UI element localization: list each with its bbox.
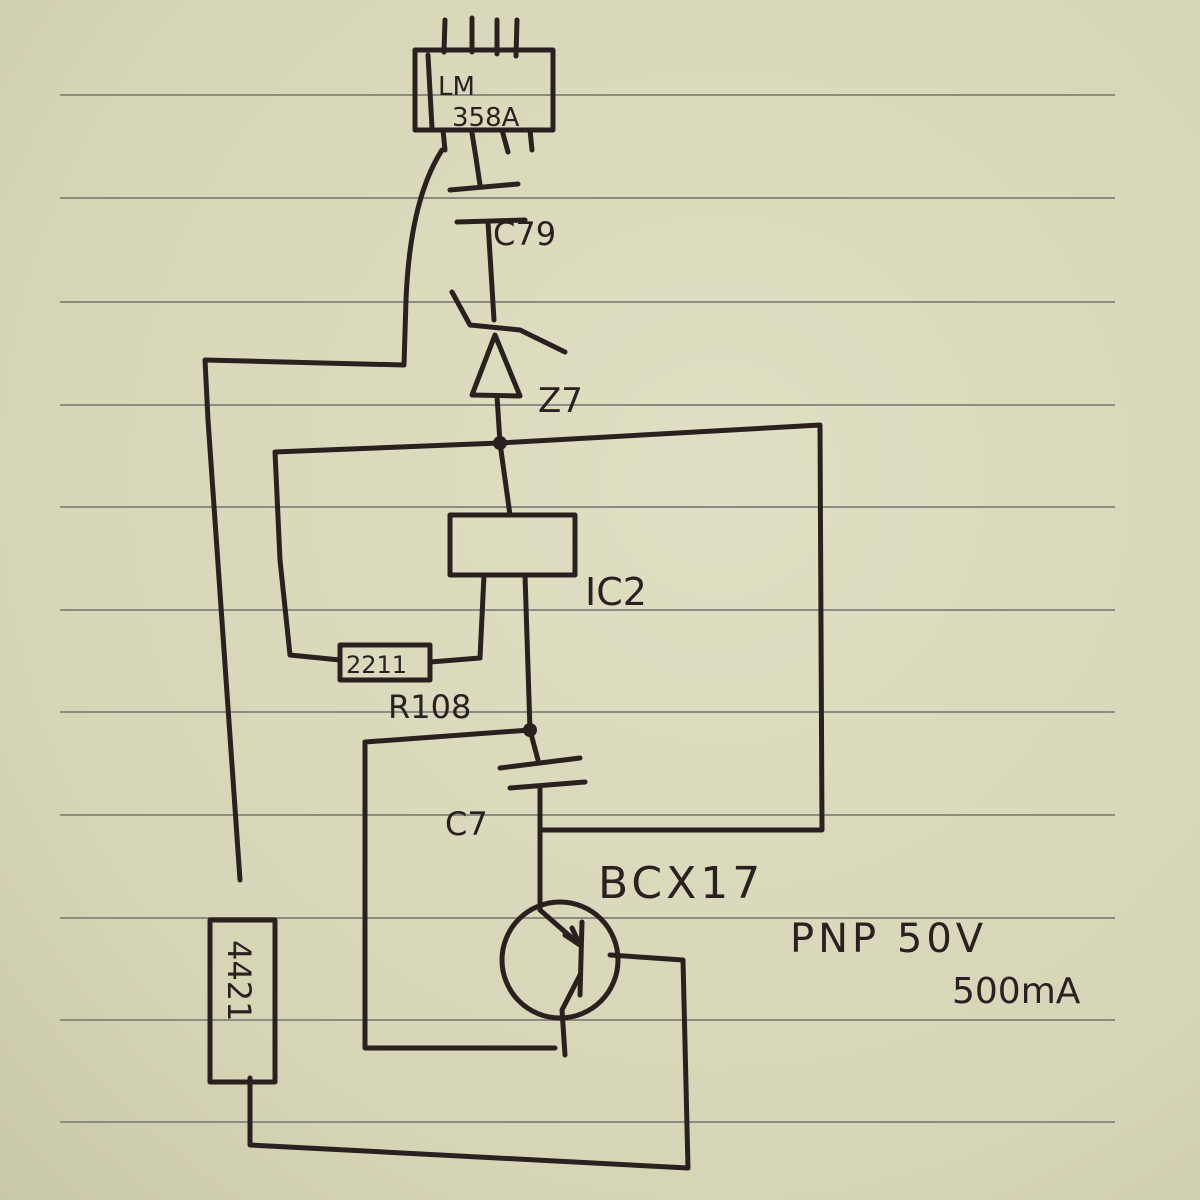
capacitor-c7-label: C7 (445, 805, 488, 843)
opamp-label-line1: LM (438, 72, 475, 102)
resistor-r108: 2211 R108 (337, 642, 471, 726)
wires (202, 147, 825, 1171)
resistor-4421-value: 4421 (220, 940, 258, 1021)
transistor-label: BCX17 (598, 858, 764, 909)
zener-diode-z7: Z7 (449, 289, 583, 446)
transistor-type-rating: PNP 50V (790, 916, 987, 962)
resistor-r108-label: R108 (388, 688, 471, 726)
zener-label: Z7 (538, 381, 583, 421)
capacitor-c79: C79 (447, 155, 556, 323)
transistor-current-rating: 500mA (952, 971, 1081, 1012)
ic2-label: IC2 (585, 570, 647, 614)
capacitor-c7: C7 (445, 755, 588, 843)
opamp-label-line2: 358A (452, 103, 520, 133)
capacitor-c79-label: C79 (493, 215, 556, 253)
ruled-lines (60, 94, 1115, 1123)
transistor-bcx17: BCX17 PNP 50V 500mA (499, 858, 1081, 1058)
opamp-lm358a: LM 358A (412, 15, 556, 161)
resistor-4421: 4421 (207, 917, 278, 1085)
resistor-r108-value: 2211 (346, 651, 407, 679)
junction-dot (493, 436, 507, 450)
junction-dot (523, 723, 537, 737)
ic2: IC2 (447, 512, 647, 614)
